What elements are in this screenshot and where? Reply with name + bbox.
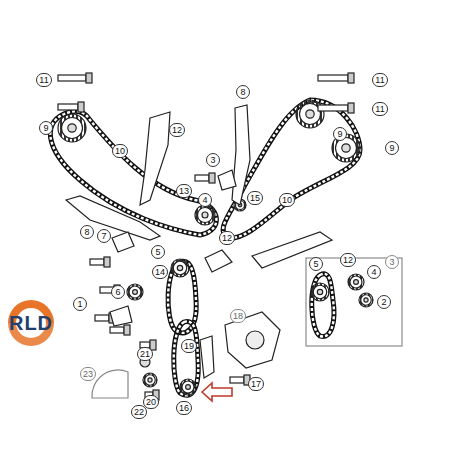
timing-chain [223,100,360,238]
sprocket [195,205,215,225]
callout-number: 5 [151,245,165,259]
chain-guide [205,250,232,272]
callout-number: 15 [247,191,263,205]
callout-number: 3 [206,153,220,167]
chain-link [223,100,360,238]
sprocket [348,274,364,290]
tensioner [112,232,134,252]
chain-link [312,274,334,337]
callout-number: 7 [97,229,111,243]
brand-logo: RLD [9,312,53,335]
bolt [110,325,130,335]
callout-number: 4 [198,193,212,207]
sprocket [127,284,143,300]
timing-chain [312,274,334,337]
chain-guide [200,336,214,378]
chain-guide [66,196,160,240]
chain-link [174,321,199,395]
callout-number: 4 [367,265,381,279]
sprocket [171,259,189,277]
callout-number: 12 [219,231,235,245]
callout-number: 14 [152,265,168,279]
callout-number: 5 [309,257,323,271]
chain-guide [232,105,250,205]
timing-chain [174,321,199,395]
inset-frame [306,258,402,346]
sprocket [296,100,324,128]
callout-number: 13 [176,184,192,198]
bolt [58,73,92,83]
parts [58,73,373,400]
callout-number: 11 [372,102,387,116]
callout-number: 23 [80,367,96,381]
callout-number: 11 [372,73,387,87]
callout-number: 9 [333,127,347,141]
callout-number: 11 [36,73,51,87]
callout-number: 9 [39,121,53,135]
sprocket [311,283,329,301]
bolt [318,103,354,113]
callout-number: 8 [80,225,94,239]
callout-number: 22 [131,405,147,419]
callout-number: 10 [279,193,295,207]
callout-number: 1 [73,297,87,311]
sprocket [143,373,157,387]
callout-number: 10 [112,144,128,158]
tensioner [218,170,236,190]
bolt [58,102,84,112]
callout-number: 16 [176,401,192,415]
callout-number: 12 [169,123,185,137]
callout-number: 17 [248,377,264,391]
sprocket [359,293,373,307]
bolt [318,73,354,83]
sprocket [180,379,196,395]
callout-number: 9 [385,141,399,155]
pump-gear [246,331,264,349]
chain-guide [140,112,170,205]
callout-number: 3 [385,255,399,269]
timing-chain [50,111,216,235]
callout-number: 12 [340,253,356,267]
chains [50,100,360,395]
callout-number: 18 [230,309,246,323]
cover-plate [92,370,128,398]
sprocket [58,114,86,142]
callout-number: 19 [181,339,197,353]
callout-number: 2 [377,295,391,309]
bolt [195,173,215,183]
callout-number: 21 [137,347,153,361]
callout-number: 6 [111,285,125,299]
tensioner [110,306,132,326]
callout-number: 8 [236,85,250,99]
pointer-arrow [202,383,232,401]
chain-link [50,111,216,235]
bolt [90,257,110,267]
